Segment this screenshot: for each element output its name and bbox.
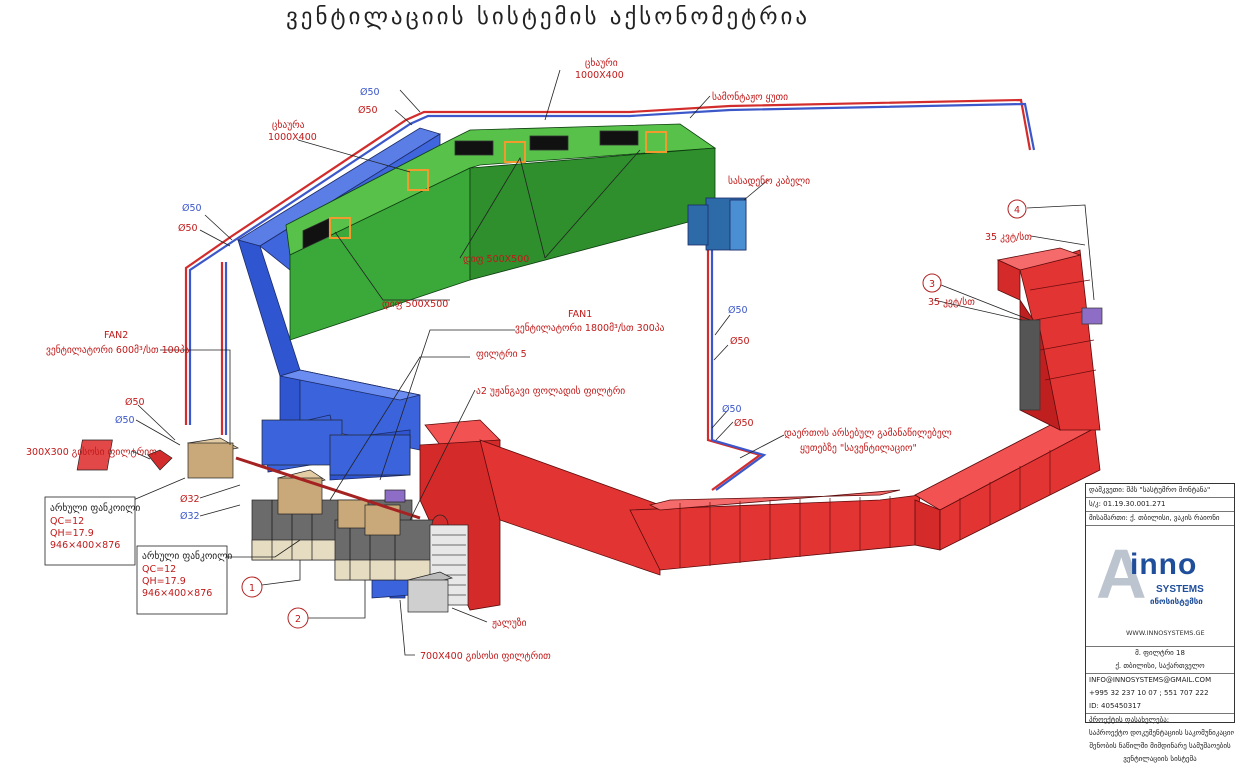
project-line-3: ვენტილაციის სისტემა [1123,755,1197,763]
project-line-1: საპროექტო დოკუმენტაციის საკომუნიკაციო [1089,729,1234,737]
filter-label: ფილტრი 5 [476,349,527,360]
duct-joints [679,279,1097,568]
pipe-label: Ø50 [734,418,754,429]
fan2-spec: ვენტილატორი 600მ³/სთ 100პა [46,345,190,356]
fan1-label: FAN1 [568,309,592,320]
svg-text:QH=17.9: QH=17.9 [50,528,94,539]
email: INFO@INNOSYSTEMS@GMAIL.COM [1089,676,1212,684]
pipe-label: Ø50 [358,105,378,116]
title-block: დამკვეთი: შპს "სასტუმრო მონტანა" ს/კ: 01… [1085,483,1235,763]
diffuser-right-label: დიფ 500X500 [463,254,529,265]
logo-mark-icon: A [1096,535,1147,613]
trench-top-size: 1000X400 [575,70,624,81]
trench-left-size: 1000X400 [268,132,317,143]
svg-text:არხული ფანკოილი: არხული ფანკოილი [142,551,232,562]
heat-exchanger-note-1: დაერთოს არსებულ გამანაწილებელ [784,428,952,439]
addr2: ქ. თბილისი, საქართველო [1086,660,1234,674]
pipe-label: Ø50 [722,404,742,415]
filter2-label: ა2 უჟანგავი ფოლადის ფილტრი [476,386,625,397]
id-row: ს/კ: 01.19.30.001.271 [1086,498,1234,512]
flow-label-mid: 35 კვტ/სთ [928,297,975,308]
callout-circles [241,199,1027,629]
pipe-label: Ø50 [730,336,750,347]
refrigerant-pipes [184,98,1036,491]
svg-text:QH=17.9: QH=17.9 [142,576,186,587]
pipe-label: Ø50 [360,87,380,98]
company-id: ID: 405450317 [1086,700,1234,714]
svg-text:946×400×876: 946×400×876 [50,540,120,551]
louver [406,524,469,613]
pipe-label: Ø50 [182,203,202,214]
svg-text:QC=12: QC=12 [142,564,176,575]
project-label: პროექტის დასახელება: [1089,716,1170,724]
heat-exchanger-note-2: ყუთებზე "სავენტილაციო" [800,443,917,454]
address-row: მისამართი: ქ. თბილისი, ვაკის რაიონი [1086,512,1234,526]
company-logo: A inno SYSTEMS ინოსისტემსი WWW.INNOSYSTE… [1086,526,1234,647]
logo-brand: inno [1130,548,1198,581]
phone: +995 32 237 10 07 ; 551 707 222 [1089,689,1209,697]
project-line-2: შენობის ნაწილში მიმდინარე სამუშაოების [1089,742,1231,750]
pipe-label-32: Ø32 [180,494,200,505]
control-panel-label: სასადენო კაბელი [728,176,810,187]
callout-2: 2 [295,614,301,625]
svg-text:946×400×876: 946×400×876 [142,588,212,599]
fan1-spec: ვენტილატორი 1800მ³/სთ 300პა [515,323,665,334]
axonometric-scene: 1 2 3 4 Ø50 Ø50 ცხაურა 1000X400 ცხაური 1… [26,58,1103,662]
trench-top-label: ცხაური [585,58,618,69]
pipe-label-32: Ø32 [180,511,200,522]
green-box-label: სამონტაჟო ყუთი [712,92,788,103]
pipe-label: Ø50 [178,223,198,234]
red-exhaust-duct [419,247,1101,611]
client-row: დამკვეთი: შპს "სასტუმრო მონტანა" [1086,484,1234,498]
grille-left-label: 300X300 გისოსი ფილტრით [26,447,157,458]
trench-left-label: ცხაურა [272,120,305,131]
fan-pipes [235,456,421,520]
addr1: მ. ფილტრი 18 [1135,649,1185,657]
spec-box-2: არხული ფანკოილი QC=12 QH=17.9 946×400×87… [136,545,232,615]
pipe-label: Ø50 [728,305,748,316]
diagram-title: ვენტილაციის სისტემის აქსონომეტრია [286,4,811,30]
grille-bottom-label: 700X400 გისოსი ფილტრით [420,651,551,662]
logo-systems: SYSTEMS [1156,584,1204,595]
callout-1: 1 [249,583,255,594]
svg-text:არხული ფანკოილი: არხული ფანკოილი [50,503,140,514]
svg-text:QC=12: QC=12 [50,516,84,527]
pipe-label: Ø50 [125,397,145,408]
diffuser-left-label: დიფ 500X500 [382,299,448,310]
callout-3: 3 [929,279,935,290]
spec-box-1: არხული ფანკოილი QC=12 QH=17.9 946×400×87… [44,496,140,566]
logo-georgian: ინოსისტემსი [1150,597,1203,606]
logo-website: WWW.INNOSYSTEMS.GE [1126,629,1205,637]
callout-4: 4 [1014,205,1020,216]
flow-label-top: 35 კვტ/სთ [985,232,1032,243]
fan2-label: FAN2 [104,330,128,341]
green-plenum [285,123,717,341]
pipe-label: Ø50 [115,415,135,426]
control-panel [687,197,747,251]
louver-label: ჟალუზი [492,618,527,629]
